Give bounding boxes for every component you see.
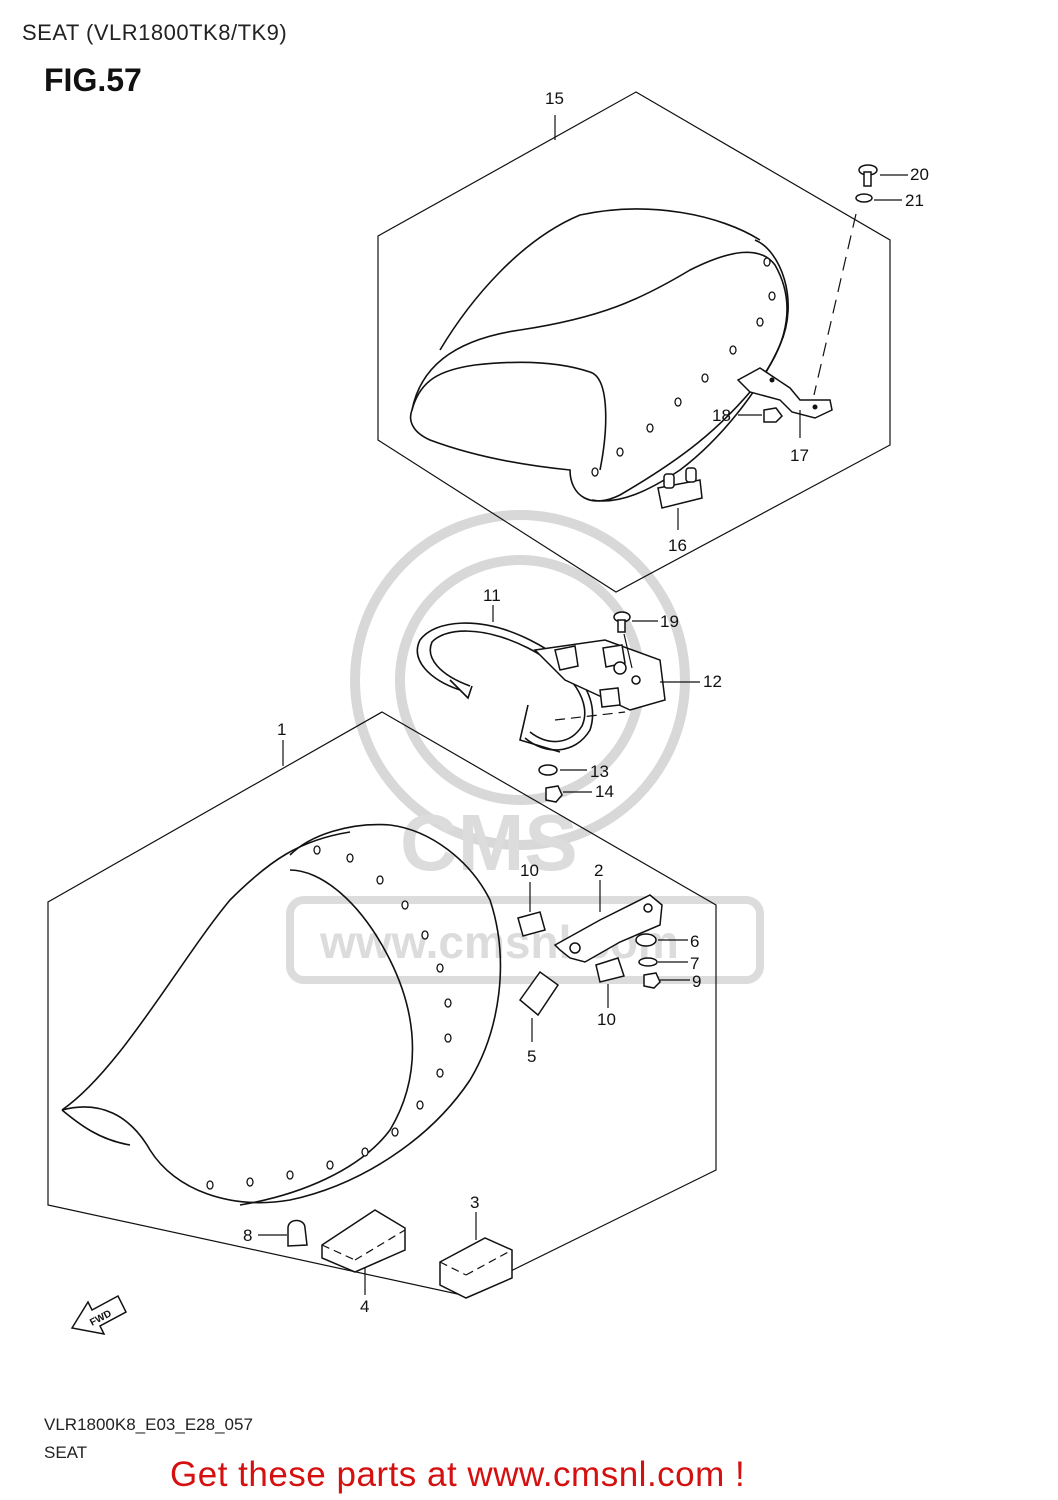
callout-8: 8 <box>243 1226 252 1245</box>
promo-link-text[interactable]: Get these parts at www.cmsnl.com ! <box>170 1455 746 1494</box>
bracket-2 <box>553 894 663 963</box>
nut-9 <box>643 972 661 989</box>
callout-3: 3 <box>470 1193 479 1212</box>
nut-18 <box>763 407 783 423</box>
callout-16: 16 <box>668 536 687 555</box>
callout-10-upper: 10 <box>520 861 539 880</box>
block-4 <box>321 1209 406 1273</box>
callout-10-lower: 10 <box>597 1010 616 1029</box>
clip-10-lower <box>595 957 625 983</box>
watermark-logo-text: CMS <box>400 798 578 887</box>
bolt-20 <box>858 164 878 187</box>
page-header: SEAT (VLR1800TK8/TK9) <box>22 20 288 45</box>
callout-7: 7 <box>690 954 699 973</box>
block-3 <box>439 1237 513 1299</box>
callout-5: 5 <box>527 1047 536 1066</box>
seat-lock-12 <box>533 639 666 711</box>
callout-20: 20 <box>910 165 929 184</box>
figure-title: FIG.57 <box>44 62 142 98</box>
cushion-5 <box>518 970 560 1017</box>
callout-6: 6 <box>690 932 699 951</box>
cushion-16 <box>657 467 703 509</box>
clip-10-upper <box>517 911 546 937</box>
callout-12: 12 <box>703 672 722 691</box>
callout-2: 2 <box>594 861 603 880</box>
diagram-code: VLR1800K8_E03_E28_057 <box>44 1415 253 1434</box>
front-seat-assembly-outline <box>47 711 717 1296</box>
callout-19: 19 <box>660 612 679 631</box>
callout-1: 1 <box>277 720 286 739</box>
washer-13 <box>538 764 558 776</box>
front-seat-cushion <box>61 823 502 1206</box>
callout-14: 14 <box>595 782 614 801</box>
bracket-17 <box>736 367 833 419</box>
rear-seat-assembly-outline <box>377 91 891 593</box>
screw-19 <box>613 611 631 633</box>
callout-9: 9 <box>692 972 701 991</box>
collar-6 <box>635 933 657 947</box>
forward-arrow-icon: FWD <box>70 1294 127 1336</box>
damper-8 <box>287 1219 308 1247</box>
callout-21: 21 <box>905 191 924 210</box>
washer-7 <box>638 957 658 967</box>
callout-18: 18 <box>712 406 731 425</box>
cms-watermark: CMS www.cmsnl.com <box>286 510 764 984</box>
seat-strap-11 <box>416 622 594 753</box>
callout-4: 4 <box>360 1297 369 1316</box>
nut-14 <box>545 785 563 803</box>
section-name: SEAT <box>44 1443 88 1462</box>
callout-11: 11 <box>483 586 501 605</box>
callout-17: 17 <box>790 446 809 465</box>
washer-21 <box>855 193 873 203</box>
rear-seat-cushion <box>409 208 789 502</box>
callout-13: 13 <box>590 762 609 781</box>
callout-15: 15 <box>545 89 564 108</box>
